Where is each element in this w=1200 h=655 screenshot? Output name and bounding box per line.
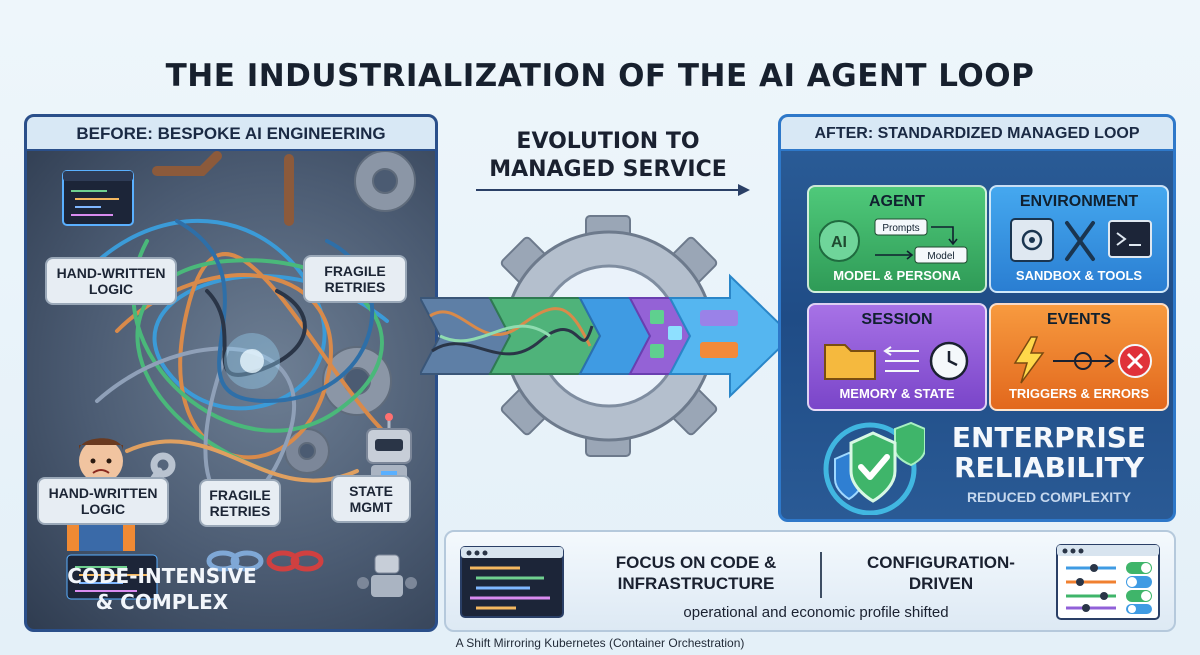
note-state-mgmt: STATE MGMT	[331, 475, 411, 523]
code-editor-icon	[460, 546, 564, 618]
thin-arrow-icon	[476, 184, 750, 196]
tile-session-subtitle: MEMORY & STATE	[839, 386, 955, 401]
tangled-wires	[85, 218, 409, 505]
tile-agent-title: AGENT	[869, 193, 925, 210]
toggle-icon	[1126, 562, 1152, 614]
before-panel: BEFORE: BESPOKE AI ENGINEERING	[24, 114, 438, 632]
tile-environment: ENVIRONMENT SANDBOX & TOOLS	[989, 185, 1169, 293]
tile-agent: AGENT AI Prompts Model MODEL & PERSONA	[807, 185, 987, 293]
code-window-icon	[66, 554, 158, 600]
slider-icon	[1066, 564, 1116, 612]
gear-icon	[284, 428, 330, 474]
focus-on-code-label: FOCUS ON CODE & INFRASTRUCTURE	[586, 552, 806, 594]
session-icons	[824, 341, 969, 381]
evolution-line1: EVOLUTION TO	[516, 129, 700, 154]
page-caption: A Shift Mirroring Kubernetes (Container …	[455, 636, 745, 650]
gear-icon	[354, 151, 416, 212]
before-footer: CODE-INTENSIVE & COMPLEX	[47, 563, 277, 615]
agent-flow-illustration: AI Prompts Model	[819, 218, 968, 264]
focus-line2: INFRASTRUCTURE	[617, 574, 775, 593]
ai-brain-label: AI	[831, 234, 847, 251]
note-fragile-retries-bottom: FRAGILE RETRIES	[199, 479, 281, 527]
bottom-banner: FOCUS ON CODE & INFRASTRUCTURE CONFIGURA…	[444, 530, 1176, 632]
evolution-arrow	[420, 273, 794, 399]
after-panel-header: AFTER: STANDARDIZED MANAGED LOOP	[781, 117, 1173, 151]
model-label: Model	[927, 251, 954, 262]
configuration-driven-label: CONFIGURATION- DRIVEN	[836, 552, 1046, 594]
config-panel-icon	[1056, 544, 1160, 620]
ai-brain-icon: AI	[819, 220, 860, 262]
safe-icon	[1010, 218, 1054, 262]
gear-icon	[322, 346, 392, 416]
error-icon	[1118, 344, 1152, 378]
tile-agent-subtitle: MODEL & PERSONA	[833, 268, 961, 283]
tile-session-title: SESSION	[861, 311, 933, 328]
environment-icons	[1010, 218, 1152, 262]
note-fragile-retries-top: FRAGILE RETRIES	[303, 255, 407, 303]
prompts-label: Prompts	[882, 223, 919, 234]
terminal-icon	[1108, 220, 1152, 258]
shield-check-icon	[823, 421, 925, 515]
note-hand-written-logic-top: HAND-WRITTEN LOGIC	[45, 257, 177, 305]
banner-divider	[820, 552, 822, 598]
folder-icon	[824, 344, 876, 380]
note-hand-written-logic-bottom: HAND-WRITTEN LOGIC	[37, 477, 169, 525]
before-footer-line1: CODE-INTENSIVE	[67, 564, 257, 588]
broken-chain-icon	[206, 550, 324, 572]
page-title: THE INDUSTRIALIZATION OF THE AI AGENT LO…	[165, 58, 1035, 94]
code-window-icon	[62, 170, 134, 226]
tools-icon	[1065, 221, 1095, 261]
tile-session: SESSION MEMORY & STATE	[807, 303, 987, 411]
before-footer-line2: & COMPLEX	[95, 590, 229, 614]
tile-environment-subtitle: SANDBOX & TOOLS	[1015, 268, 1143, 283]
arrow-icon	[1053, 352, 1115, 370]
enterprise-line2: RELIABILITY	[953, 451, 1144, 484]
arrow-icon	[875, 226, 958, 260]
before-panel-header: BEFORE: BESPOKE AI ENGINEERING	[27, 117, 435, 151]
transformation-gear-arrow	[420, 184, 794, 457]
enterprise-line1: ENTERPRISE	[951, 421, 1147, 454]
evolution-label: EVOLUTION TO MANAGED SERVICE	[458, 128, 758, 184]
enterprise-reliability-title: ENTERPRISE RELIABILITY	[929, 423, 1169, 483]
config-line1: CONFIGURATION-	[867, 553, 1015, 572]
tile-events-title: EVENTS	[1046, 311, 1111, 328]
events-icons	[1013, 336, 1152, 384]
tile-environment-title: ENVIRONMENT	[1019, 193, 1139, 210]
lightning-icon	[1013, 336, 1045, 384]
small-robot-icon	[357, 554, 417, 597]
reduced-complexity-label: REDUCED COMPLEXITY	[966, 489, 1132, 505]
tangled-wires-illustration	[62, 151, 417, 600]
tile-events: EVENTS TRIGGERS & ERRORS	[989, 303, 1169, 411]
list-arrows-icon	[883, 346, 919, 372]
profile-shifted-text: operational and economic profile shifted	[683, 604, 949, 621]
clock-icon	[929, 341, 969, 381]
config-line2: DRIVEN	[908, 574, 974, 593]
tile-events-subtitle: TRIGGERS & ERRORS	[1008, 386, 1150, 401]
focus-line1: FOCUS ON CODE &	[615, 553, 777, 572]
evolution-line2: MANAGED SERVICE	[489, 157, 727, 182]
pipe-icon	[152, 151, 294, 226]
after-panel: AFTER: STANDARDIZED MANAGED LOOP AGENT A…	[778, 114, 1176, 522]
